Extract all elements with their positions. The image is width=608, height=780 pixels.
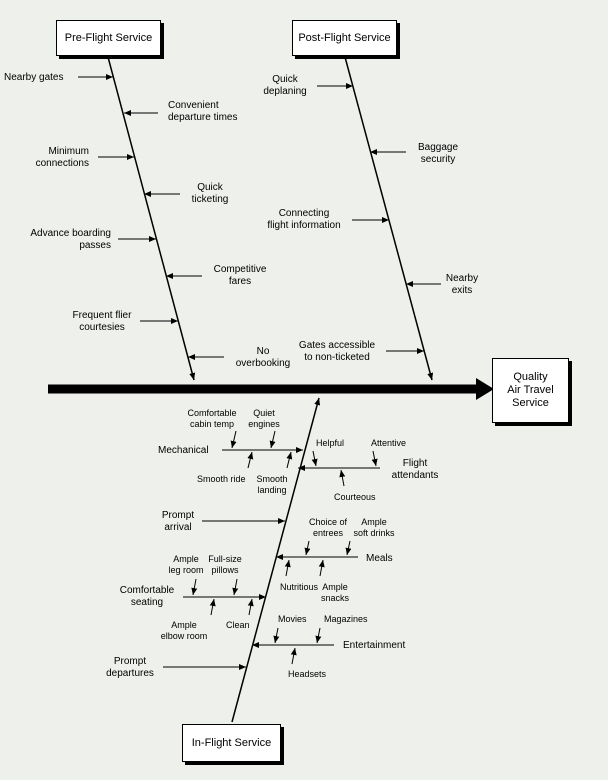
label-prompt-departures: Prompt departures <box>106 656 154 679</box>
label-nearby-gates: Nearby gates <box>4 72 64 83</box>
arrow-courteous <box>339 469 346 487</box>
arrow-choice-of-entrees <box>304 540 311 556</box>
label-choice-of-entrees: Choice of entrees <box>308 517 348 538</box>
label-prompt-arrival: Prompt arrival <box>161 510 195 533</box>
label-ample-snacks: Ample snacks <box>320 582 349 603</box>
arrow-ample-soft-drinks <box>345 540 352 556</box>
label-quiet-engines: Quiet engines <box>248 408 280 429</box>
arrow-ample-snacks <box>318 559 325 577</box>
arrow-nutritious <box>284 559 291 577</box>
in-flight-service-box: In-Flight Service <box>182 724 281 762</box>
label-meals: Meals <box>366 553 393 564</box>
arrow-magazines <box>315 627 322 644</box>
label-smooth-ride: Smooth ride <box>197 474 246 484</box>
arrow-attentive <box>371 450 378 467</box>
label-entertainment: Entertainment <box>343 640 406 651</box>
label-movies: Movies <box>278 614 307 624</box>
label-smooth-landing: Smooth landing <box>256 474 288 495</box>
label-ample-soft-drinks: Ample soft drinks <box>353 517 395 538</box>
label-ample-elbow-room: Ample elbow room <box>160 620 208 641</box>
label-gates-accessible: Gates accessible to non-ticketed <box>298 340 376 363</box>
label-courteous: Courteous <box>334 492 376 502</box>
arrow-movies <box>273 627 280 644</box>
arrow-helpful <box>311 450 318 467</box>
arrow-smooth-ride <box>247 451 254 469</box>
label-headsets: Headsets <box>288 669 327 679</box>
label-convenient-departure: Convenient departure times <box>168 100 238 123</box>
quality-air-travel-service-box: Quality Air Travel Service <box>492 358 569 423</box>
label-nearby-exits: Nearby exits <box>445 273 479 296</box>
arrow-quiet-engines <box>269 430 276 449</box>
label-magazines: Magazines <box>324 614 368 624</box>
arrow-ample-elbow-room <box>209 598 216 616</box>
post-flight-service-box: Post-Flight Service <box>292 20 397 56</box>
label-ample-leg-room: Ample leg room <box>168 554 204 575</box>
label-flight-attendants: Flight attendants <box>391 458 439 481</box>
label-competitive-fares: Competitive fares <box>213 264 267 287</box>
arrow-comfortable-cabin-temp <box>230 430 237 449</box>
label-clean: Clean <box>226 620 250 630</box>
label-no-overbooking: No overbooking <box>235 346 291 369</box>
label-comfortable-seating: Comfortable seating <box>119 585 175 608</box>
label-quick-ticketing: Quick ticketing <box>191 182 229 205</box>
arrow-smooth-landing <box>286 451 293 469</box>
pre-flight-bone <box>107 56 196 381</box>
main-spine-arrowhead <box>476 378 494 400</box>
label-baggage-security: Baggage security <box>417 142 459 165</box>
label-connecting-info: Connecting flight information <box>267 208 341 231</box>
arrow-headsets <box>290 647 297 665</box>
label-quick-deplaning: Quick deplaning <box>263 74 307 97</box>
in-flight-bone <box>231 397 321 723</box>
label-attentive: Attentive <box>371 438 407 448</box>
label-frequent-flier: Frequent flier courtesies <box>72 310 132 333</box>
label-helpful: Helpful <box>316 438 345 448</box>
arrow-full-size-pillows <box>232 578 239 596</box>
label-comfortable-cabin-temp: Comfortable cabin temp <box>187 408 237 429</box>
post-flight-bone <box>344 56 434 381</box>
label-minimum-connections: Minimum connections <box>35 146 89 169</box>
label-nutritious: Nutritious <box>280 582 319 592</box>
arrow-ample-leg-room <box>191 578 198 596</box>
label-advance-boarding: Advance boarding passes <box>30 228 111 251</box>
arrow-clean <box>247 598 254 616</box>
label-mechanical: Mechanical <box>158 445 209 456</box>
pre-flight-service-box: Pre-Flight Service <box>56 20 161 56</box>
label-full-size-pillows: Full-size pillows <box>208 554 242 575</box>
